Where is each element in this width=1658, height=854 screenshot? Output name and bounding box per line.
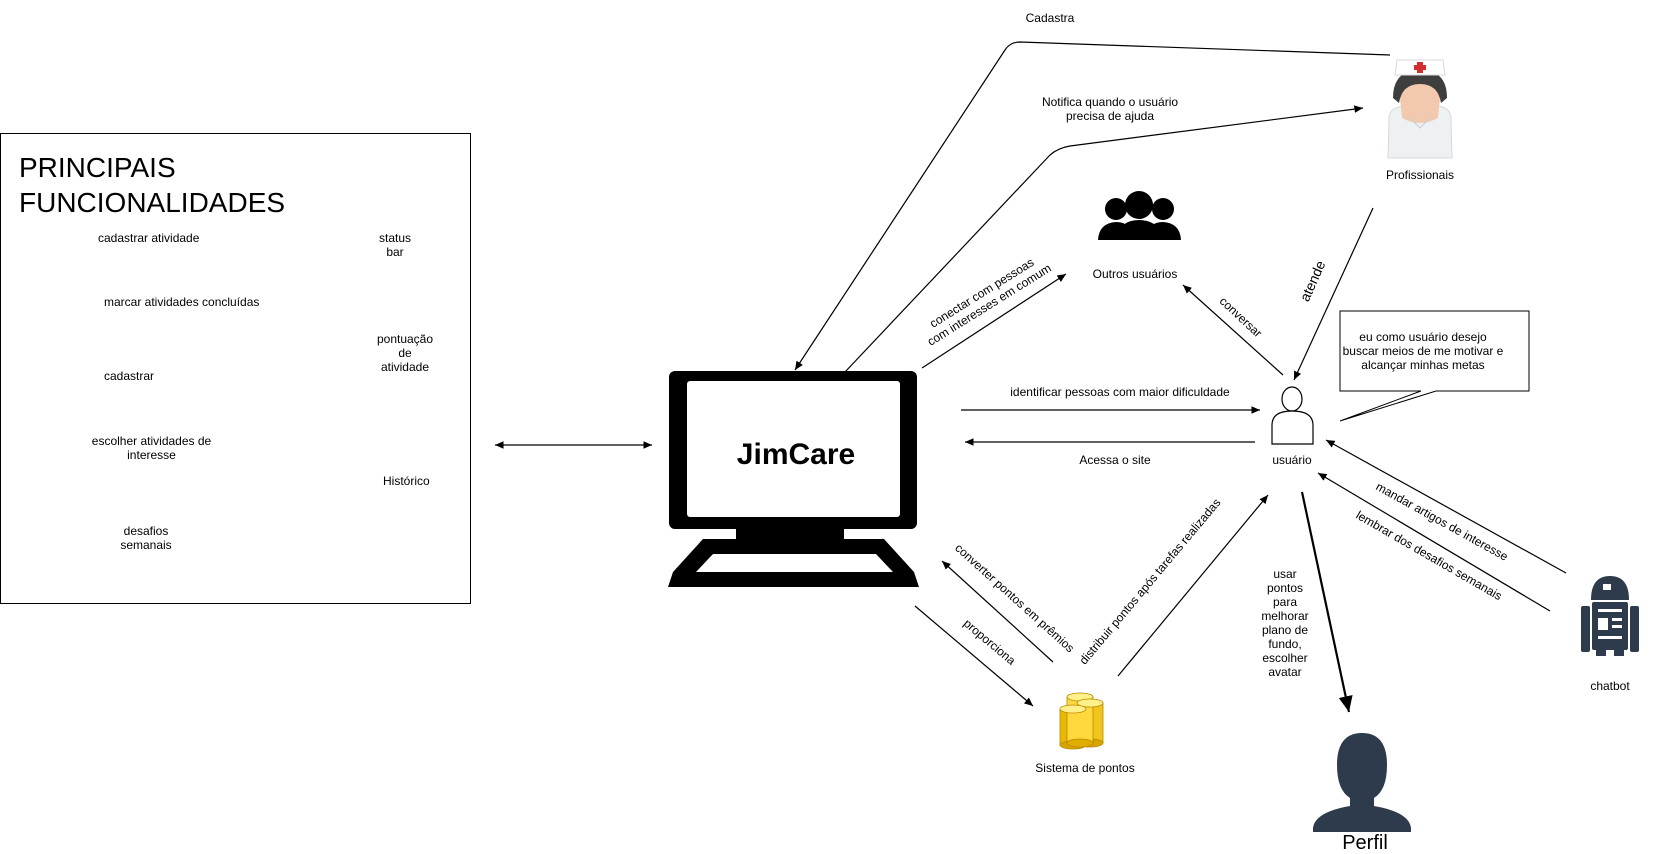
label-usar-pontos-line: avatar — [1268, 665, 1302, 679]
feature-label-status-bar: status bar — [370, 231, 420, 259]
system-name: JimCare — [736, 438, 856, 471]
coins-icon — [1059, 692, 1104, 750]
panel-title-line2: FUNCIONALIDADES — [19, 187, 286, 218]
label-usar-pontos-line: melhorar — [1261, 609, 1309, 623]
callout-bubble — [1339, 310, 1530, 422]
node-label-outros-usuarios: Outros usuários — [1092, 267, 1178, 281]
edge-notifica — [844, 105, 1364, 373]
panel-title-line1: PRINCIPAIS — [19, 152, 176, 183]
node-label-chatbot: chatbot — [1590, 679, 1630, 693]
label-conectar-line2: com interesses em comum — [925, 261, 1054, 349]
feature-label-status-line2: bar — [386, 245, 404, 259]
label-acessa: Acessa o site — [1079, 453, 1151, 467]
feature-label-cadastrar-atividade: cadastrar atividade — [98, 231, 200, 245]
feature-label-desafios: desafios semanais — [106, 524, 186, 552]
profile-silhouette-icon — [1313, 733, 1411, 832]
robot-icon — [1581, 576, 1639, 656]
feature-label-pontuacao-line2: de — [398, 346, 412, 360]
label-usar-pontos-line: usar — [1273, 567, 1297, 581]
feature-label-pontuacao-line3: atividade — [380, 360, 430, 374]
edge-lembrar — [1317, 472, 1551, 612]
label-notifica-line1: Notifica quando o usuário — [1041, 95, 1179, 109]
label-identificar: identificar pessoas com maior dificuldad… — [1010, 385, 1230, 399]
label-notifica-line2: precisa de ajuda — [1065, 109, 1155, 123]
label-conversar: conversar — [1217, 294, 1265, 340]
label-notifica: Notifica quando o usuário precisa de aju… — [1025, 95, 1195, 123]
edge-conversar — [1182, 284, 1284, 376]
feature-label-status-line1: status — [378, 231, 411, 245]
feature-label-pontuacao-line1: pontuação — [376, 332, 434, 346]
edge-atende — [1293, 207, 1374, 381]
feature-label-escolher-line2: interesse — [127, 448, 176, 462]
feature-label-desafios-line2: semanais — [120, 538, 172, 552]
features-panel — [0, 133, 471, 604]
node-label-perfil: Perfil — [1342, 832, 1388, 854]
computer-icon — [668, 371, 919, 587]
node-label-sistema-pontos: Sistema de pontos — [1035, 761, 1135, 775]
feature-label-cadastrar: cadastrar — [104, 369, 155, 383]
panel-title: PRINCIPAIS FUNCIONALIDADES — [19, 150, 285, 220]
edge-conectar — [921, 273, 1067, 369]
label-converter: converter pontos em prêmios — [952, 541, 1077, 655]
feature-label-pontuacao: pontuação de atividade — [370, 332, 440, 374]
label-usar-pontos-line: escolher — [1262, 651, 1308, 665]
edge-distribuir — [1117, 494, 1269, 677]
label-usar-pontos-line: pontos — [1266, 581, 1304, 595]
feature-label-escolher-interesse: escolher atividades de interesse — [84, 434, 219, 462]
edge-cadastra — [794, 41, 1391, 371]
label-proporciona: proporciona — [961, 616, 1019, 668]
label-usar-pontos-line: plano de — [1261, 623, 1309, 637]
feature-label-escolher-line1: escolher atividades de — [91, 434, 212, 448]
feature-label-desafios-line1: desafios — [123, 524, 169, 538]
edge-usar-pontos — [1300, 491, 1353, 713]
label-usar-pontos-line: para — [1272, 595, 1298, 609]
user-outline-icon — [1271, 386, 1314, 445]
callout-text: eu como usuário desejo buscar meios de m… — [1342, 330, 1504, 372]
label-distribuir: distribuir pontos após tarefas realizada… — [1076, 496, 1223, 667]
label-mandar: mandar artigos de interesse — [1373, 479, 1510, 564]
edge-mandar — [1325, 439, 1567, 574]
group-icon — [1098, 191, 1181, 240]
edge-converter — [941, 560, 1054, 663]
nurse-icon — [1387, 59, 1453, 159]
label-cadastra: Cadastra — [1025, 11, 1075, 25]
node-label-usuario: usuário — [1272, 453, 1312, 467]
feature-label-marcar-concluidas: marcar atividades concluídas — [104, 295, 260, 309]
label-atende: atende — [1296, 258, 1328, 304]
edge-proporciona — [914, 605, 1034, 707]
node-label-profissionais: Profissionais — [1385, 168, 1455, 182]
feature-label-historico: Histórico — [383, 474, 430, 488]
label-usar-pontos-line: fundo, — [1268, 637, 1302, 651]
